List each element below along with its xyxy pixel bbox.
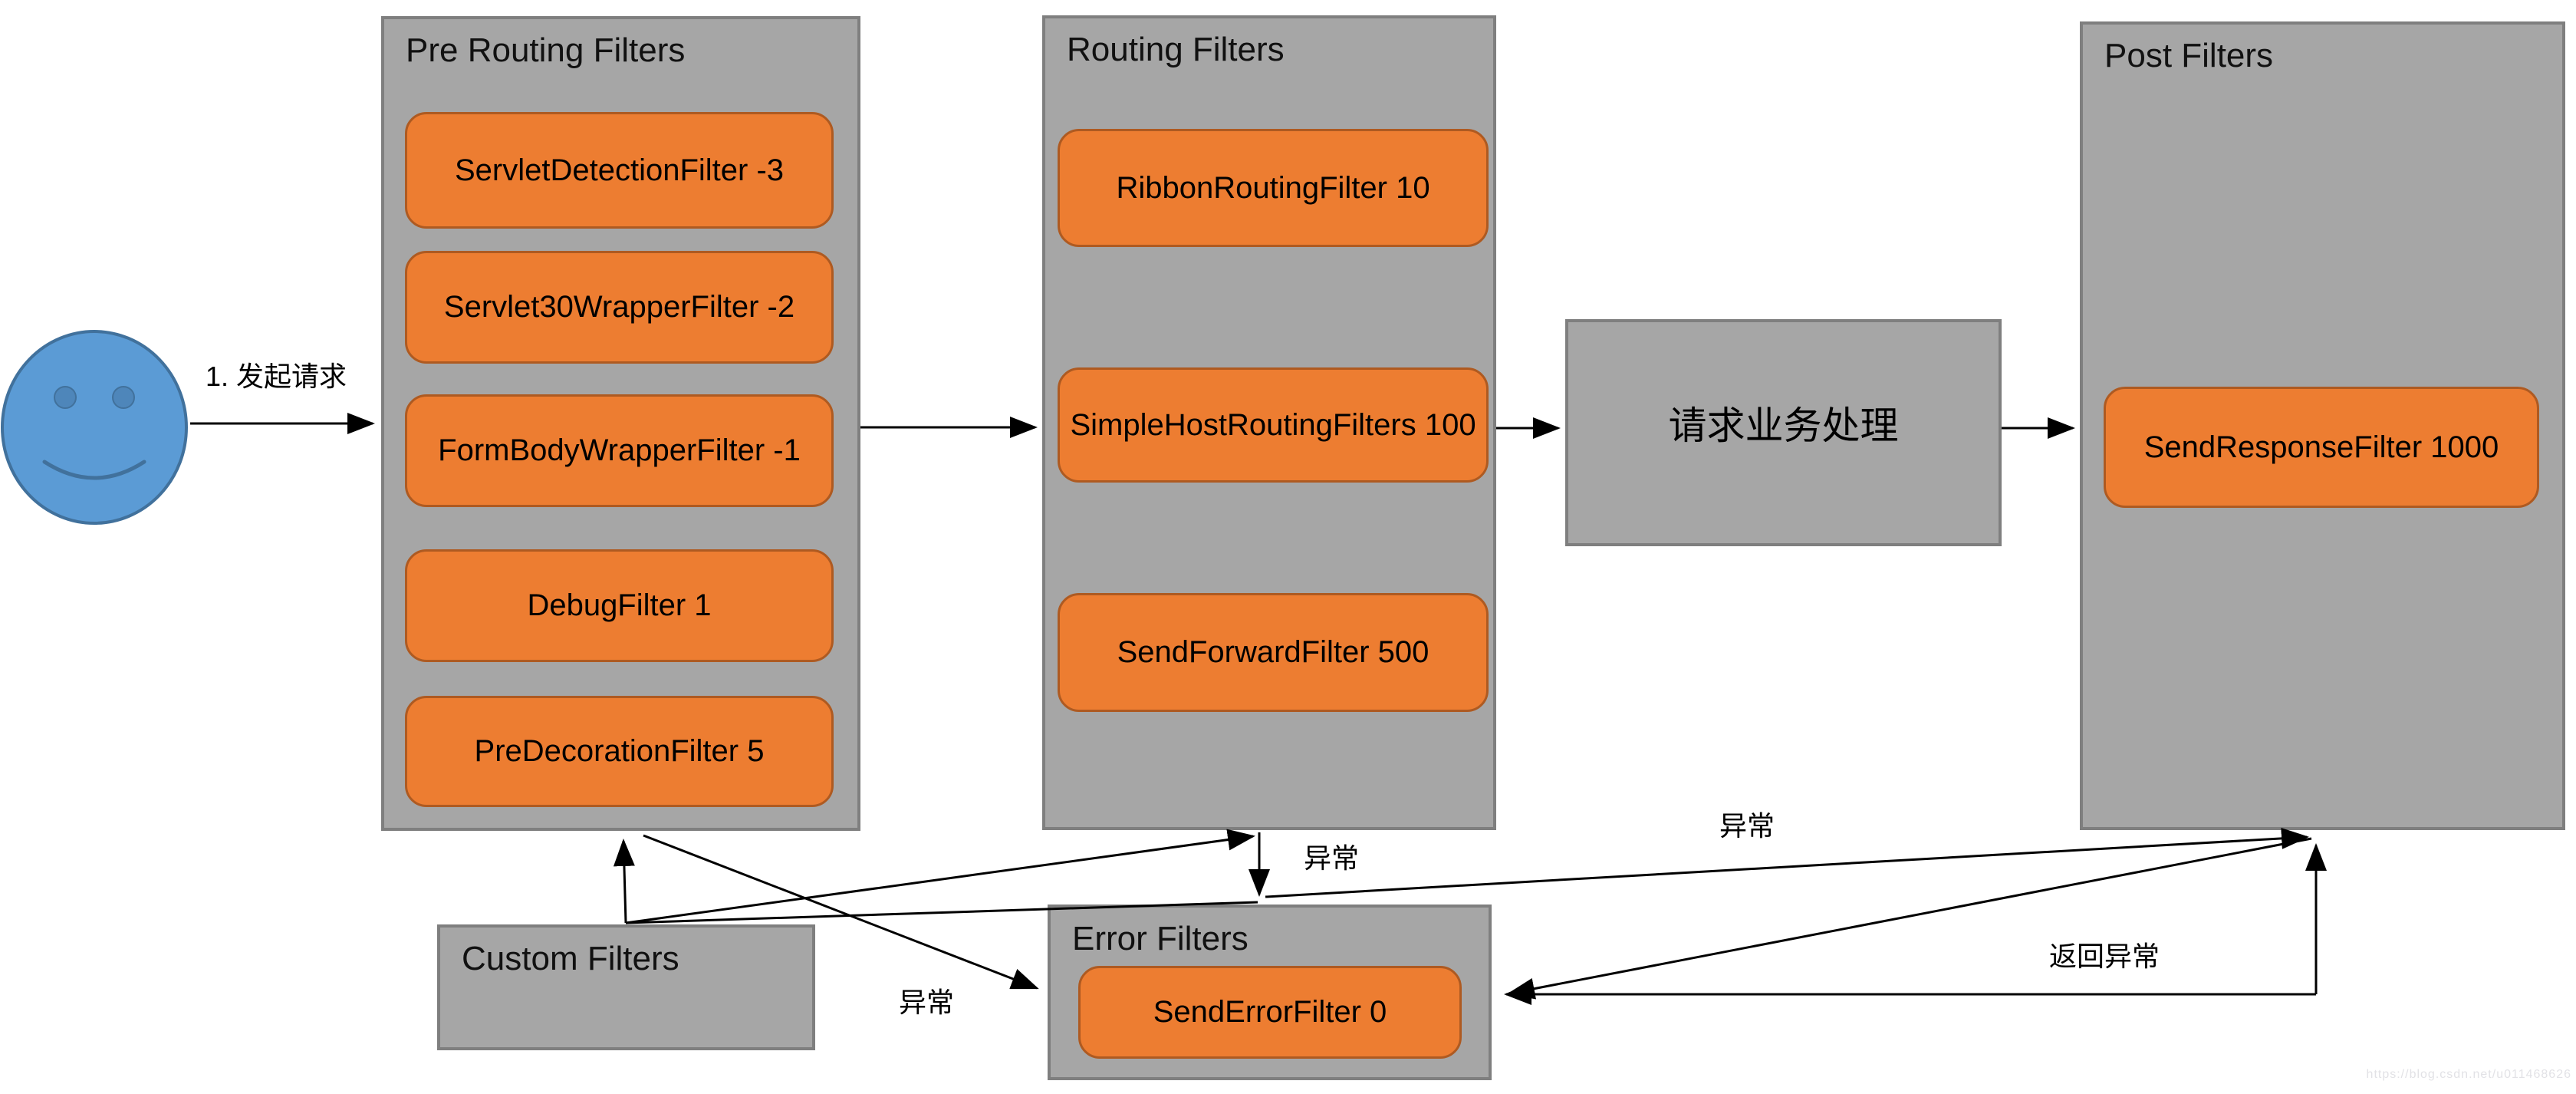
smiley-mouth (42, 460, 146, 480)
group-routing-filters: Routing Filters RibbonRoutingFilter 10 S… (1042, 15, 1496, 830)
filter-send-error: SendErrorFilter 0 (1078, 966, 1462, 1059)
filter-servlet-detection: ServletDetectionFilter -3 (405, 112, 834, 229)
smiley-right-eye (112, 386, 135, 409)
group-pre-routing-filters: Pre Routing Filters ServletDetectionFilt… (381, 16, 860, 831)
error-filters-title: Error Filters (1072, 920, 1249, 957)
filter-simple-host-routing: SimpleHostRoutingFilters 100 (1058, 367, 1489, 483)
filter-form-body-wrapper: FormBodyWrapperFilter -1 (405, 394, 834, 507)
arrow-error-to-post (1265, 827, 2309, 898)
smiley-left-eye (54, 386, 77, 409)
exception-label-routing: 异常 (1304, 842, 1360, 874)
request-label: 1. 发起请求 (206, 361, 347, 392)
routing-filters-title: Routing Filters (1067, 31, 1285, 68)
arrow-post-to-error (1507, 837, 2312, 1000)
pre-routing-filters-title: Pre Routing Filters (406, 31, 686, 69)
return-exception-label: 返回异常 (2048, 941, 2160, 972)
filter-pre-decoration: PreDecorationFilter 5 (405, 696, 834, 807)
exception-label-pre: 异常 (898, 987, 955, 1018)
filter-servlet30-wrapper: Servlet30WrapperFilter -2 (405, 251, 834, 364)
custom-filters-title: Custom Filters (462, 940, 679, 977)
business-process-box: 请求业务处理 (1565, 319, 2002, 546)
filter-debug: DebugFilter 1 (405, 549, 834, 662)
arrow-custom-to-pre (613, 839, 635, 924)
user-smiley-icon (1, 330, 188, 525)
watermark-text: https://blog.csdn.net/u011468626 (2366, 1068, 2571, 1081)
group-post-filters: Post Filters SendResponseFilter 1000 (2080, 21, 2565, 830)
filter-send-forward: SendForwardFilter 500 (1058, 593, 1489, 712)
exception-label-post: 异常 (1719, 810, 1775, 842)
filter-send-response: SendResponseFilter 1000 (2104, 387, 2539, 508)
filter-ribbon-routing: RibbonRoutingFilter 10 (1058, 129, 1489, 247)
group-error-filters: Error Filters SendErrorFilter 0 (1048, 905, 1492, 1080)
post-filters-title: Post Filters (2104, 37, 2274, 74)
group-custom-filters: Custom Filters (437, 924, 815, 1050)
